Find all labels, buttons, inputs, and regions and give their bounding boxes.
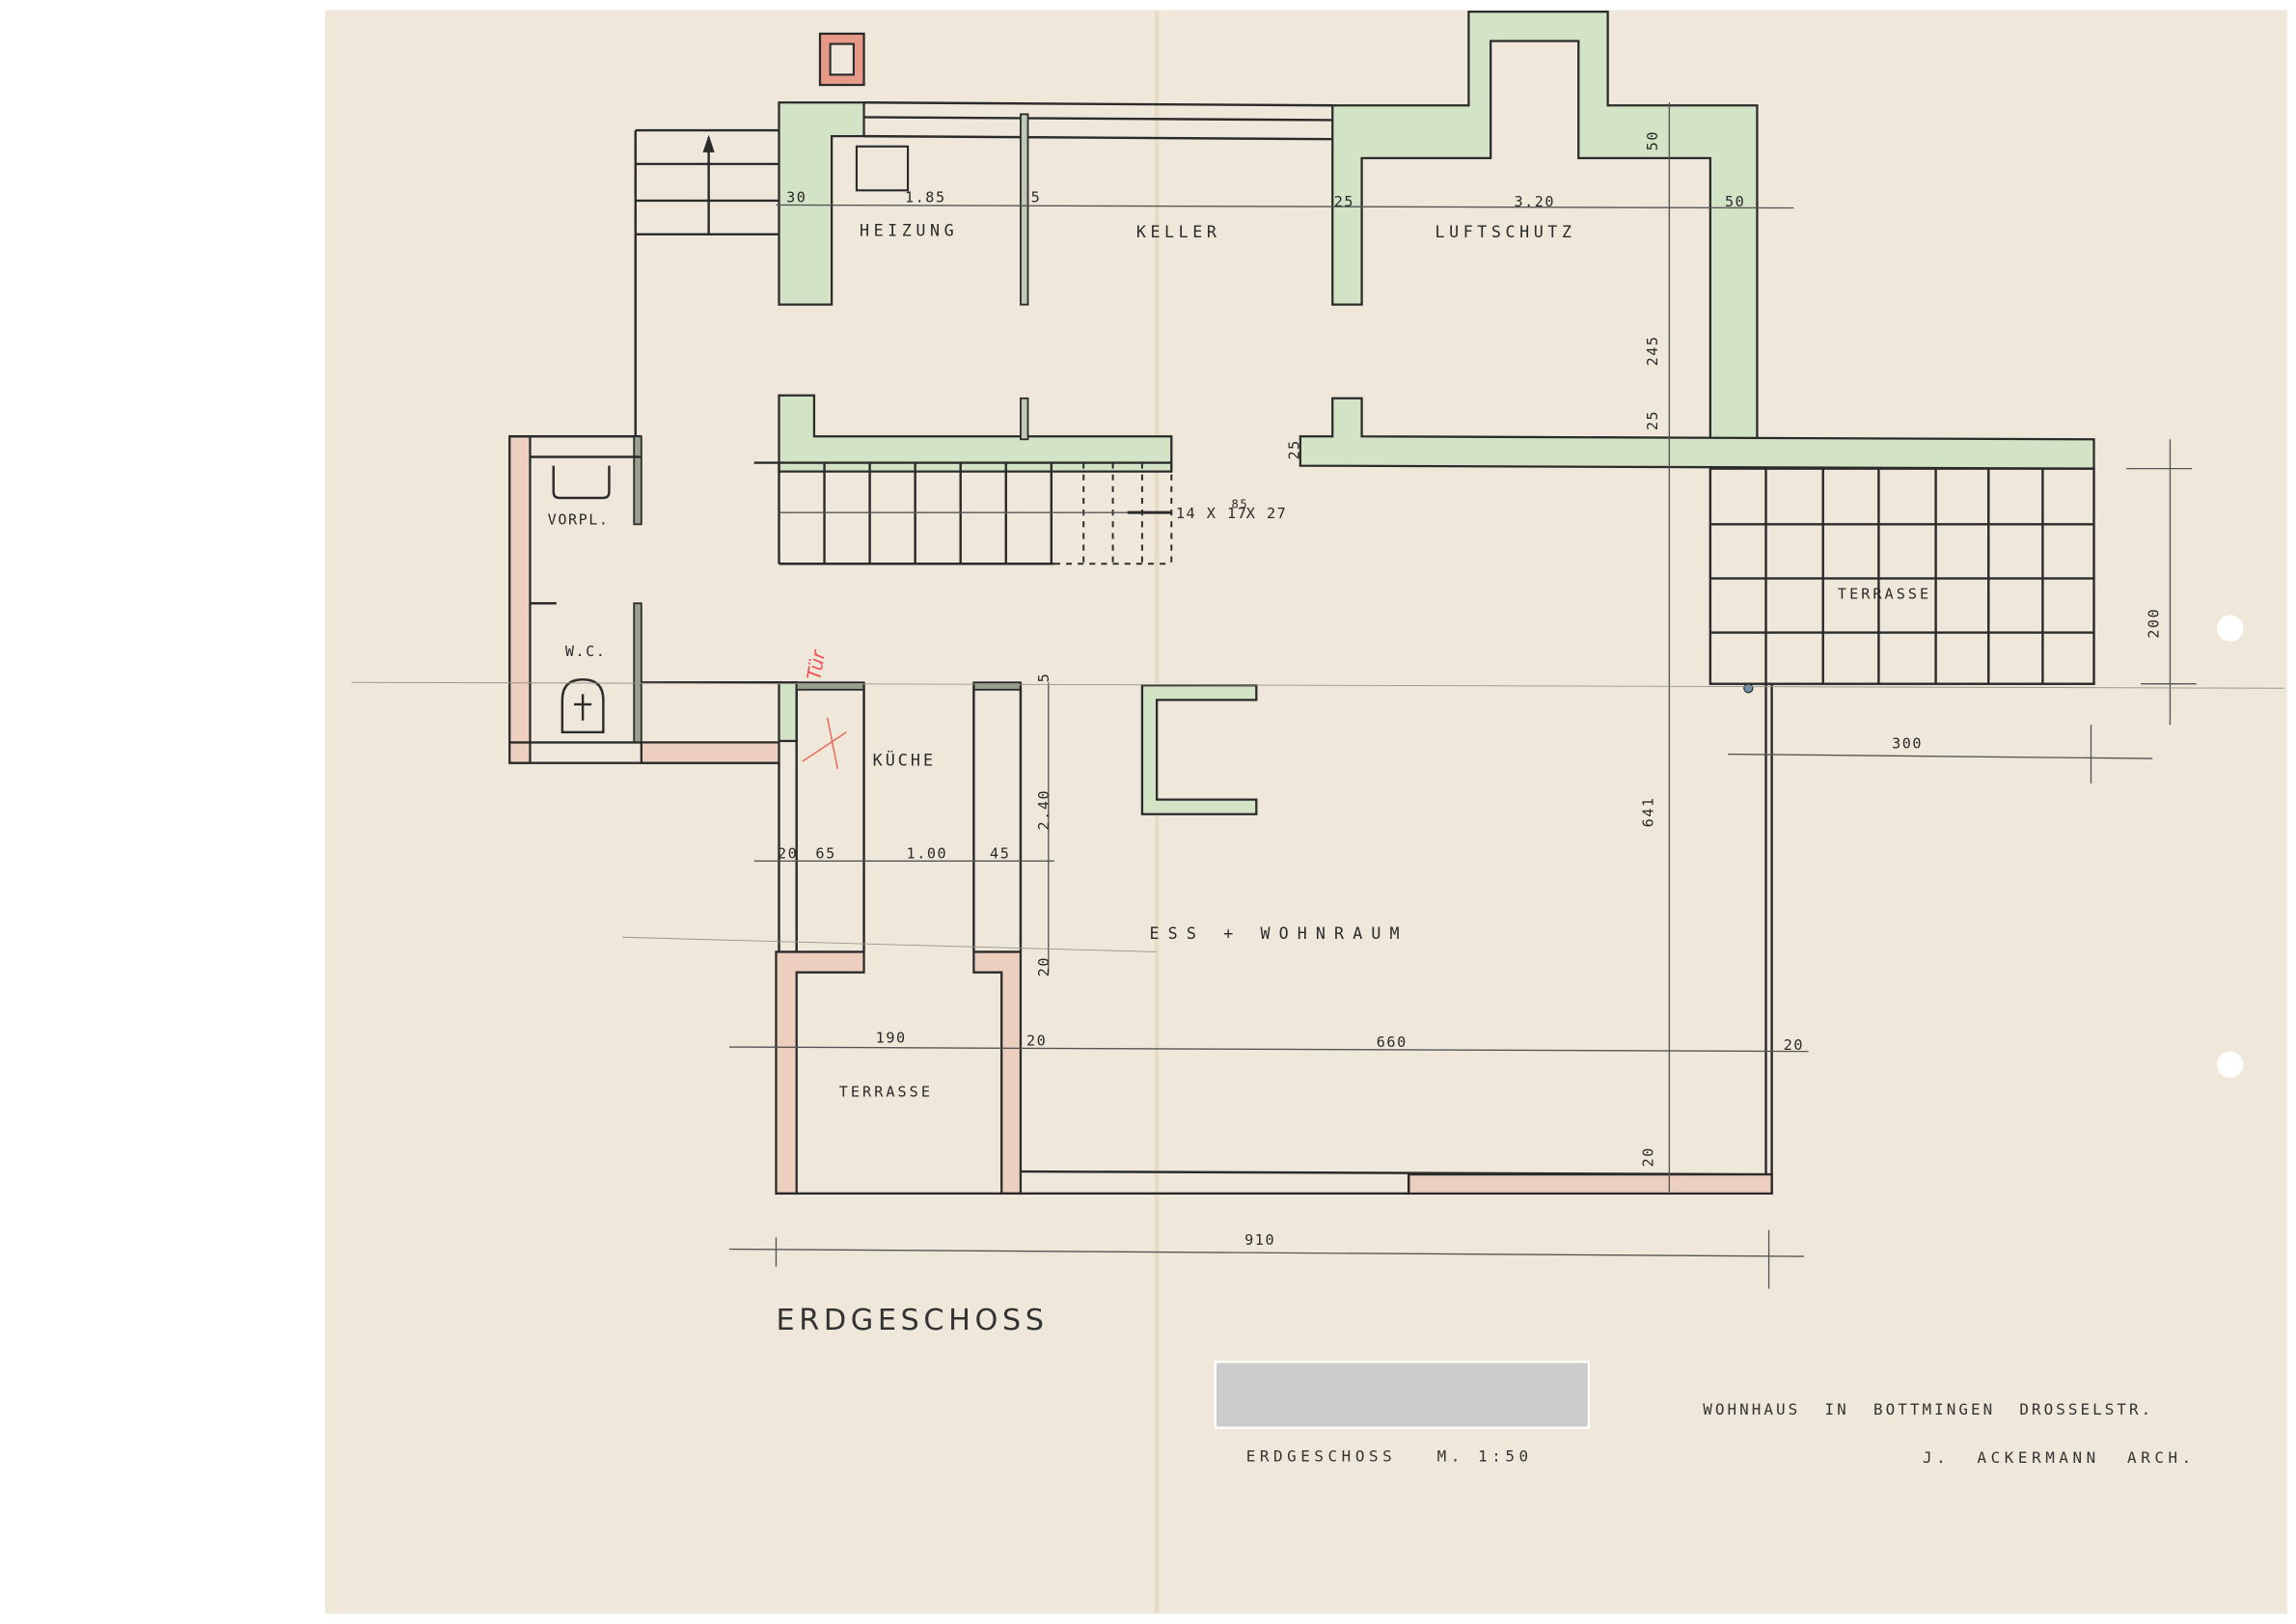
room-label-heizung: HEIZUNG: [860, 221, 958, 239]
dim-kueche-depth: 2.40: [1035, 789, 1052, 831]
room-label-wc: W.C.: [565, 643, 607, 660]
redacted-box: [1214, 1361, 1591, 1429]
dim-luftschutz-depth: 245: [1644, 335, 1661, 366]
svg-text:X 27: X 27: [1246, 505, 1288, 522]
kitchen: [753, 681, 1054, 1195]
room-label-terrasse-south: TERRASSE: [839, 1084, 933, 1101]
binder-hole-bottom: [2217, 1051, 2244, 1078]
dim-kueche-counter-left: 65: [815, 844, 835, 862]
room-label-kueche: KÜCHE: [873, 752, 936, 770]
dim-wohnraum-depth: 641: [1640, 797, 1657, 828]
stair-formula: 14 X 17 85 X 27: [1176, 498, 1288, 523]
room-label-vorplatz: VORPL.: [548, 510, 610, 528]
dim-luftschutz-width: 3.20: [1514, 193, 1555, 210]
binder-hole-top: [2217, 615, 2244, 642]
dim-kueche-top-wall: 5: [1035, 673, 1052, 683]
dim-kueche-aisle: 1.00: [907, 844, 948, 862]
drawing-title: ERDGESCHOSS: [776, 1304, 1048, 1337]
wc-block: [508, 435, 780, 764]
dim-kueche-wall: 20: [778, 844, 798, 862]
room-label-wohnraum: ESS + WOHNRAUM: [1150, 924, 1408, 943]
dim-luftschutz-wall-right: 50: [1725, 193, 1745, 210]
title-block-architect: J. ACKERMANN ARCH.: [1923, 1448, 2196, 1467]
dim-luftschutz-top-wall: 50: [1644, 130, 1661, 151]
dim-kueche-bottom-wall: 20: [1035, 956, 1052, 977]
dim-stair-left-wall: 25: [1285, 439, 1302, 459]
title-block-project: WOHNHAUS IN BOTTMINGEN DROSSELSTR.: [1703, 1400, 2153, 1418]
dim-wohnraum-width: 660: [1377, 1033, 1408, 1051]
basement-walls: [778, 11, 2095, 473]
red-annotation: Tür: [803, 647, 830, 681]
svg-text:14 X 17: 14 X 17: [1176, 505, 1248, 522]
dim-terrasse-east-width: 300: [1892, 734, 1923, 752]
room-label-keller: KELLER: [1136, 223, 1221, 241]
dim-luftschutz-wall-left: 25: [1334, 193, 1354, 210]
dimension-lines: [351, 102, 2284, 1289]
dim-heizung-width: 1.85: [905, 188, 946, 206]
paper-sheet: [324, 10, 2287, 1614]
exterior-stair: [634, 128, 779, 437]
dim-south-wall: 20: [1640, 1146, 1657, 1167]
terrace-east-grid: [1708, 467, 2095, 694]
red-door-swing-icon: [802, 717, 847, 769]
fireplace-icon: [1140, 684, 1258, 815]
dim-heizung-wall: 30: [786, 188, 806, 206]
room-label-terrasse-east: TERRASSE: [1838, 586, 1931, 603]
room-label-luftschutz: LUFTSCHUTZ: [1435, 223, 1576, 241]
dim-keller-wall: 5: [1031, 188, 1042, 206]
dim-kueche-counter-right: 45: [990, 844, 1010, 862]
svg-text:85: 85: [1232, 498, 1249, 511]
chimney-icon: [818, 32, 865, 87]
dim-terrasse-width: 190: [876, 1030, 907, 1047]
dim-east-wall: 20: [1784, 1036, 1804, 1054]
title-block-scale: ERDGESCHOSS M. 1:50: [1246, 1447, 1533, 1466]
living-room-walls: [776, 683, 1773, 1196]
dim-luftschutz-bottom-wall: 25: [1644, 410, 1661, 430]
dim-terrasse-east-depth: 200: [2145, 608, 2162, 639]
interior-stair: [753, 461, 1173, 565]
dim-partition-wall: 20: [1026, 1032, 1047, 1050]
dim-total-width: 910: [1244, 1231, 1275, 1249]
